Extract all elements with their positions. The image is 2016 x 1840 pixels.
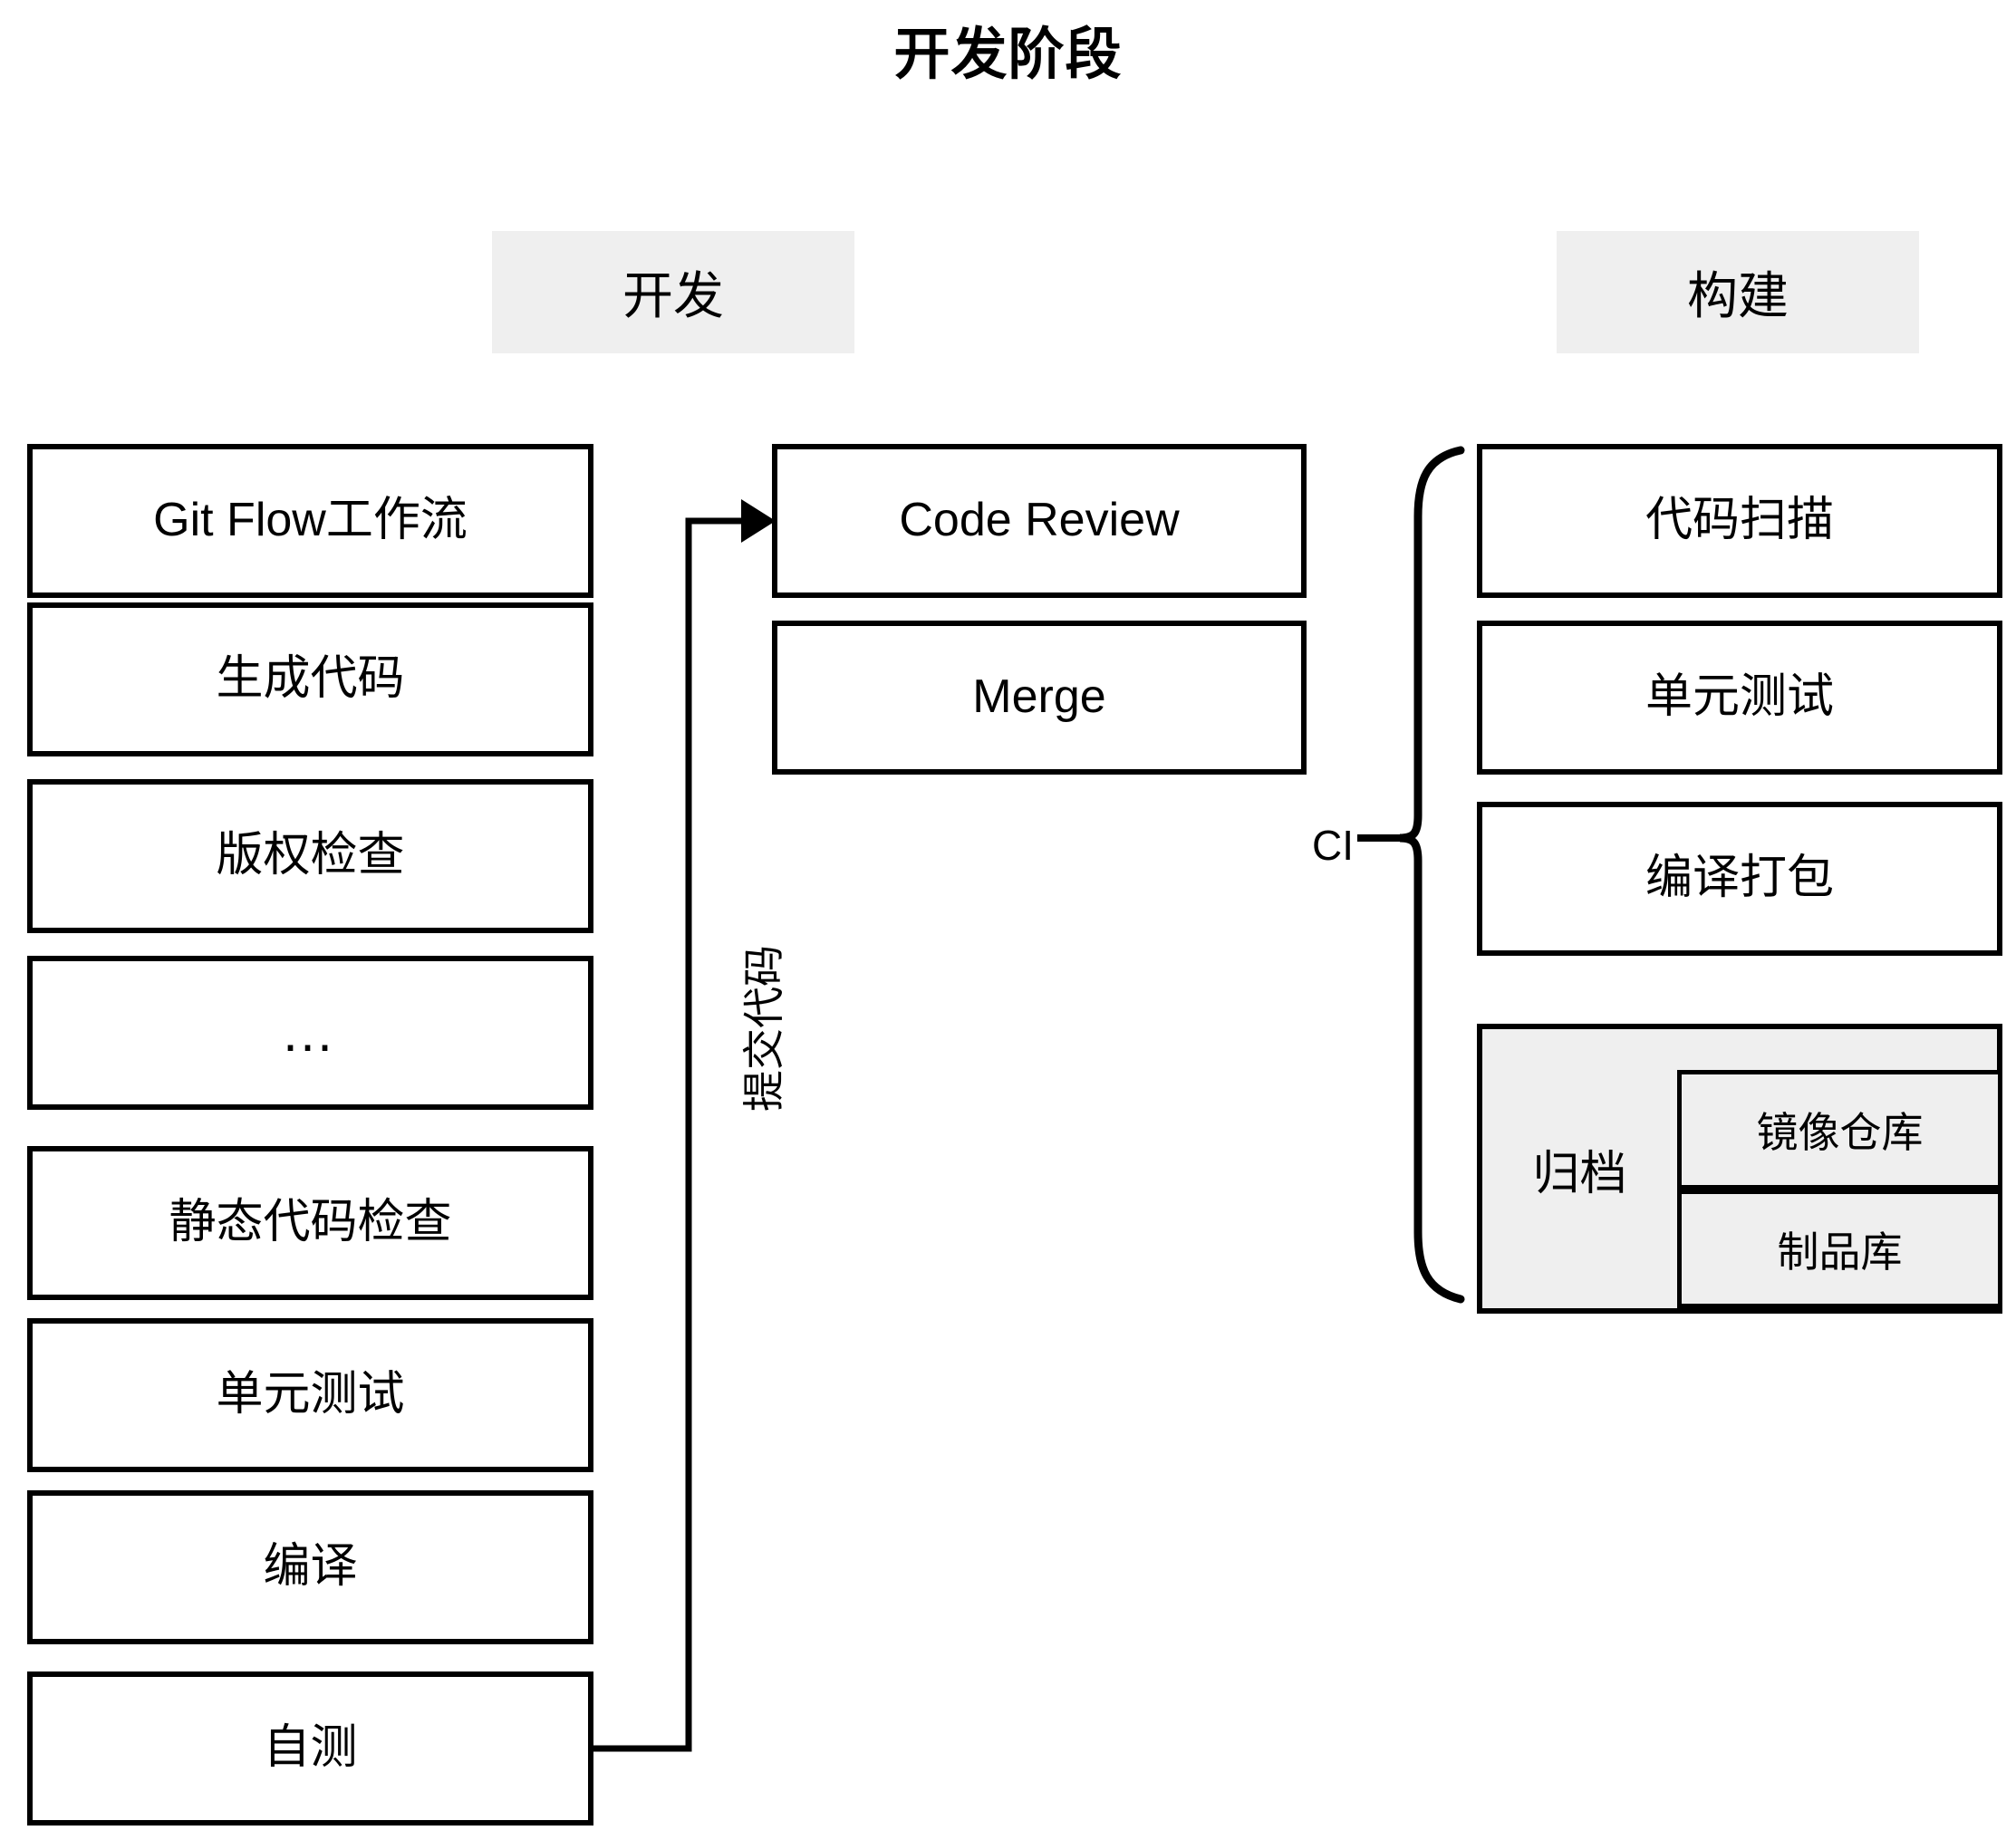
dev-box-more-label: … (280, 1002, 341, 1063)
dev-box-more[interactable]: … (27, 956, 593, 1110)
archive-sub-artifact-repo[interactable]: 制品库 (1677, 1190, 2002, 1308)
commit-edge-label-text: 提交代码 (740, 945, 787, 1112)
dev-box-compile[interactable]: 编译 (27, 1490, 593, 1644)
dev-box-static-code-check[interactable]: 静态代码检查 (27, 1146, 593, 1300)
build-box-code-scan-label: 代码扫描 (1645, 494, 1834, 547)
build-box-archive-label: 归档 (1482, 1029, 1677, 1308)
dev-box-self-test-label: 自测 (263, 1721, 358, 1775)
dev-box-static-code-check-label: 静态代码检查 (169, 1196, 452, 1249)
page-title: 开发阶段 (893, 24, 1123, 86)
review-box-merge[interactable]: Merge (772, 621, 1307, 775)
dev-box-unit-test-label: 单元测试 (216, 1368, 405, 1421)
lane-header-build-label: 构建 (1687, 267, 1789, 324)
build-box-unit-test[interactable]: 单元测试 (1477, 621, 2002, 775)
dev-box-unit-test[interactable]: 单元测试 (27, 1318, 593, 1472)
dev-box-generate-code[interactable]: 生成代码 (27, 602, 593, 756)
dev-box-compile-label: 编译 (263, 1540, 358, 1594)
ci-brace-label-text: CI (1312, 822, 1354, 869)
archive-sub-image-registry-label: 镜像仓库 (1756, 1109, 1924, 1156)
build-box-code-scan[interactable]: 代码扫描 (1477, 444, 2002, 598)
review-box-merge-label: Merge (972, 670, 1106, 724)
dev-box-copyright-check[interactable]: 版权检查 (27, 779, 593, 933)
ci-brace (1399, 446, 1465, 1304)
build-box-archive[interactable]: 归档 镜像仓库 制品库 (1477, 1024, 2002, 1314)
build-box-compile-package[interactable]: 编译打包 (1477, 802, 2002, 956)
dev-box-self-test[interactable]: 自测 (27, 1671, 593, 1826)
commit-connector-line (593, 517, 743, 1752)
review-box-code-review[interactable]: Code Review (772, 444, 1307, 598)
build-box-compile-package-label: 编译打包 (1645, 852, 1834, 905)
lane-header-dev: 开发 (492, 231, 854, 353)
dev-box-git-flow[interactable]: Git Flow工作流 (27, 444, 593, 598)
build-box-archive-label-text: 归档 (1532, 1147, 1627, 1200)
dev-box-copyright-check-label: 版权检查 (216, 829, 405, 882)
dev-box-git-flow-label: Git Flow工作流 (153, 494, 468, 547)
commit-connector-arrowhead (741, 499, 776, 543)
build-box-unit-test-label: 单元测试 (1645, 670, 1834, 724)
commit-edge-label: 提交代码 (734, 892, 788, 1164)
archive-sub-image-registry[interactable]: 镜像仓库 (1677, 1070, 2002, 1190)
dev-box-generate-code-label: 生成代码 (216, 652, 405, 706)
review-box-code-review-label: Code Review (899, 494, 1180, 547)
ci-brace-label: CI (1312, 824, 1354, 866)
lane-header-dev-label: 开发 (622, 267, 724, 324)
lane-header-build: 构建 (1557, 231, 1919, 353)
archive-sub-artifact-repo-label: 制品库 (1777, 1228, 1903, 1276)
